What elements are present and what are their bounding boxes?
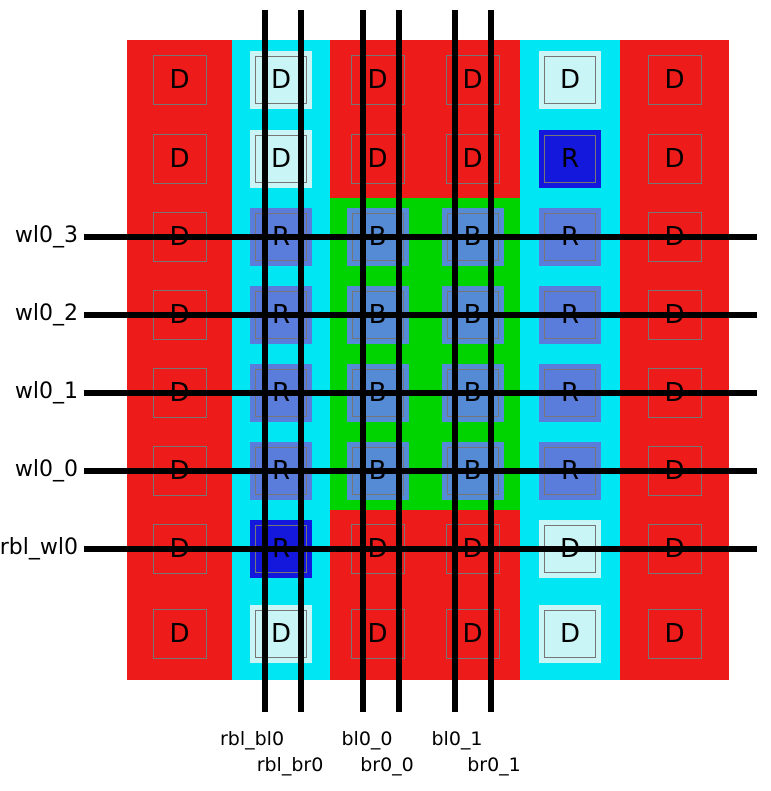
dummy-cell-boundary	[445, 609, 500, 659]
dummy-cell-label: D	[664, 619, 685, 649]
dummy-cell-label: D	[270, 619, 292, 649]
dummy-cell-fill	[539, 51, 601, 109]
dummy-cell-boundary	[152, 609, 207, 659]
dummy-cell-label: D	[462, 65, 483, 95]
dummy-cell-boundary	[255, 56, 307, 104]
dummy-cell-label: D	[462, 144, 483, 174]
bitline-rbl_br0	[298, 10, 304, 712]
dummy-cell-label: D	[559, 619, 581, 649]
dummy-cell-boundary	[647, 55, 702, 105]
dummy-cell-label: D	[169, 65, 190, 95]
dummy-cell-label: D	[559, 65, 581, 95]
dummy-cell-boundary	[350, 609, 405, 659]
bitline-label-rbl_bl0: rbl_bl0	[219, 728, 285, 750]
dummy-cell-boundary	[647, 609, 702, 659]
bitline-label-bl0_1: bl0_1	[431, 728, 483, 750]
bitline-rbl_bl0	[262, 10, 268, 712]
wordline-wl0_3	[84, 234, 757, 240]
dummy-cell-boundary	[152, 134, 207, 184]
dummy-cell-label: D	[367, 144, 388, 174]
dummy-cell-label: D	[664, 65, 685, 95]
bitline-label-br0_0: br0_0	[360, 754, 414, 776]
wordline-wl0_1	[84, 390, 757, 396]
dummy-cell-boundary	[152, 55, 207, 105]
wordline-label-wl0_2: wl0_2	[14, 301, 78, 326]
dummy-cell-label: D	[169, 619, 190, 649]
wordline-rbl_wl0	[84, 546, 757, 552]
dummy-cell-boundary	[445, 55, 500, 105]
dummy-cell-boundary	[544, 610, 596, 658]
wordline-label-rbl_wl0: rbl_wl0	[0, 535, 78, 560]
dummy-cell-fill	[539, 605, 601, 663]
wordline-label-wl0_0: wl0_0	[14, 457, 78, 482]
replica-cell-label: R	[560, 144, 580, 174]
dummy-cell-label: D	[270, 65, 292, 95]
bitline-label-bl0_0: bl0_0	[341, 728, 393, 750]
dummy-cell-boundary	[445, 134, 500, 184]
bitline-label-rbl_br0: rbl_br0	[256, 754, 324, 776]
dummy-cell-label: D	[367, 65, 388, 95]
wordline-wl0_0	[84, 468, 757, 474]
dummy-cell-boundary	[350, 55, 405, 105]
replica-cell-boundary	[544, 135, 596, 183]
bitline-bl0_1	[452, 10, 458, 712]
bitline-bl0_0	[360, 10, 366, 712]
dummy-cell-label: D	[462, 619, 483, 649]
bitline-br0_0	[396, 10, 402, 712]
dummy-cell-label: D	[664, 144, 685, 174]
bitline-label-br0_1: br0_1	[467, 754, 521, 776]
dummy-cell-label: D	[270, 144, 292, 174]
dummy-cell-boundary	[350, 134, 405, 184]
dummy-cell-boundary	[544, 56, 596, 104]
dummy-cell-boundary	[255, 135, 307, 183]
bitline-br0_1	[488, 10, 494, 712]
replica-cell-fill	[539, 130, 601, 188]
wordline-label-wl0_3: wl0_3	[14, 223, 78, 248]
dummy-cell-boundary	[647, 134, 702, 184]
wordline-wl0_2	[84, 312, 757, 318]
wordline-label-wl0_1: wl0_1	[14, 379, 78, 404]
dummy-cell-boundary	[255, 610, 307, 658]
dummy-cell-label: D	[367, 619, 388, 649]
dummy-cell-label: D	[169, 144, 190, 174]
